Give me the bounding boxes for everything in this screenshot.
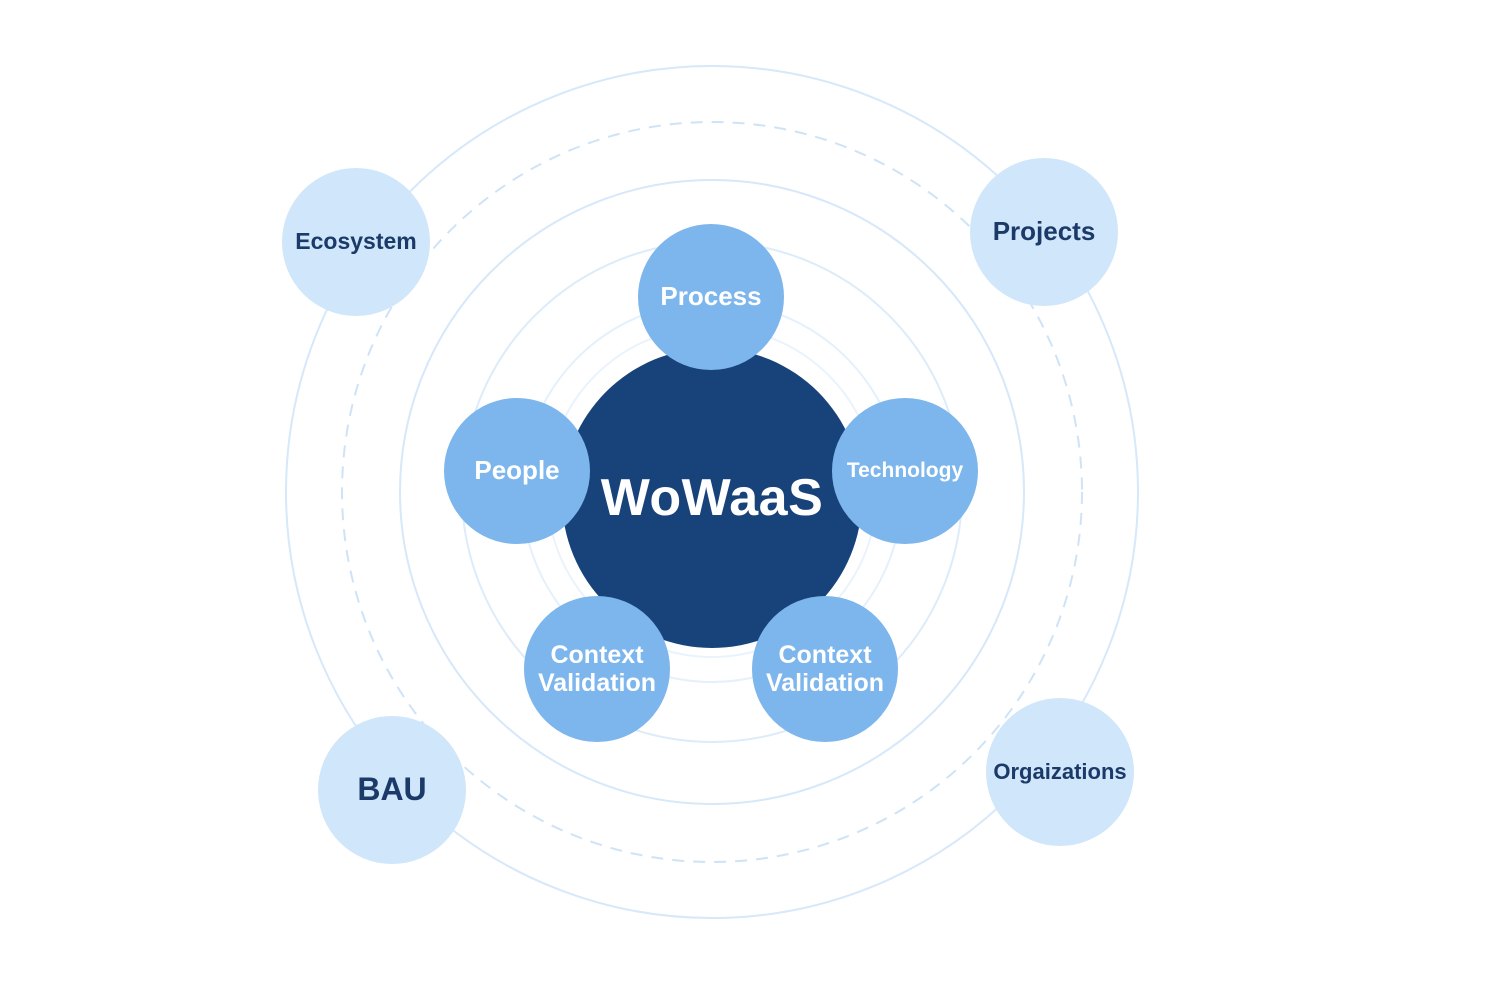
node-projects: Projects xyxy=(970,158,1118,306)
node-context-validation-left-line2: Validation xyxy=(537,669,657,697)
node-context-validation-left-line1: Context xyxy=(550,641,644,669)
node-process: Process xyxy=(638,224,784,370)
node-technology: Technology xyxy=(832,398,978,544)
node-context-validation-left: Context Validation xyxy=(524,596,670,742)
node-bau: BAU xyxy=(318,716,466,864)
orbit-ring-outer xyxy=(285,65,1139,919)
node-technology-label: Technology xyxy=(846,459,964,483)
node-people-label: People xyxy=(474,455,560,486)
node-context-validation-right: Context Validation xyxy=(752,596,898,742)
node-context-validation-right-line2: Validation xyxy=(765,669,885,697)
node-context-validation-right-line1: Context xyxy=(778,641,872,669)
orbit-ring-dashed xyxy=(341,121,1083,863)
node-process-label: Process xyxy=(660,281,762,312)
node-ecosystem-label: Ecosystem xyxy=(295,228,417,255)
node-bau-label: BAU xyxy=(357,771,427,808)
node-people: People xyxy=(444,398,590,544)
hub-label: WoWaaS xyxy=(600,468,824,527)
node-projects-label: Projects xyxy=(992,216,1096,247)
node-orgaizations-label: Orgaizations xyxy=(993,758,1127,784)
node-ecosystem: Ecosystem xyxy=(282,168,430,316)
orbit-ring-middle xyxy=(399,179,1025,805)
node-orgaizations: Orgaizations xyxy=(986,698,1134,846)
